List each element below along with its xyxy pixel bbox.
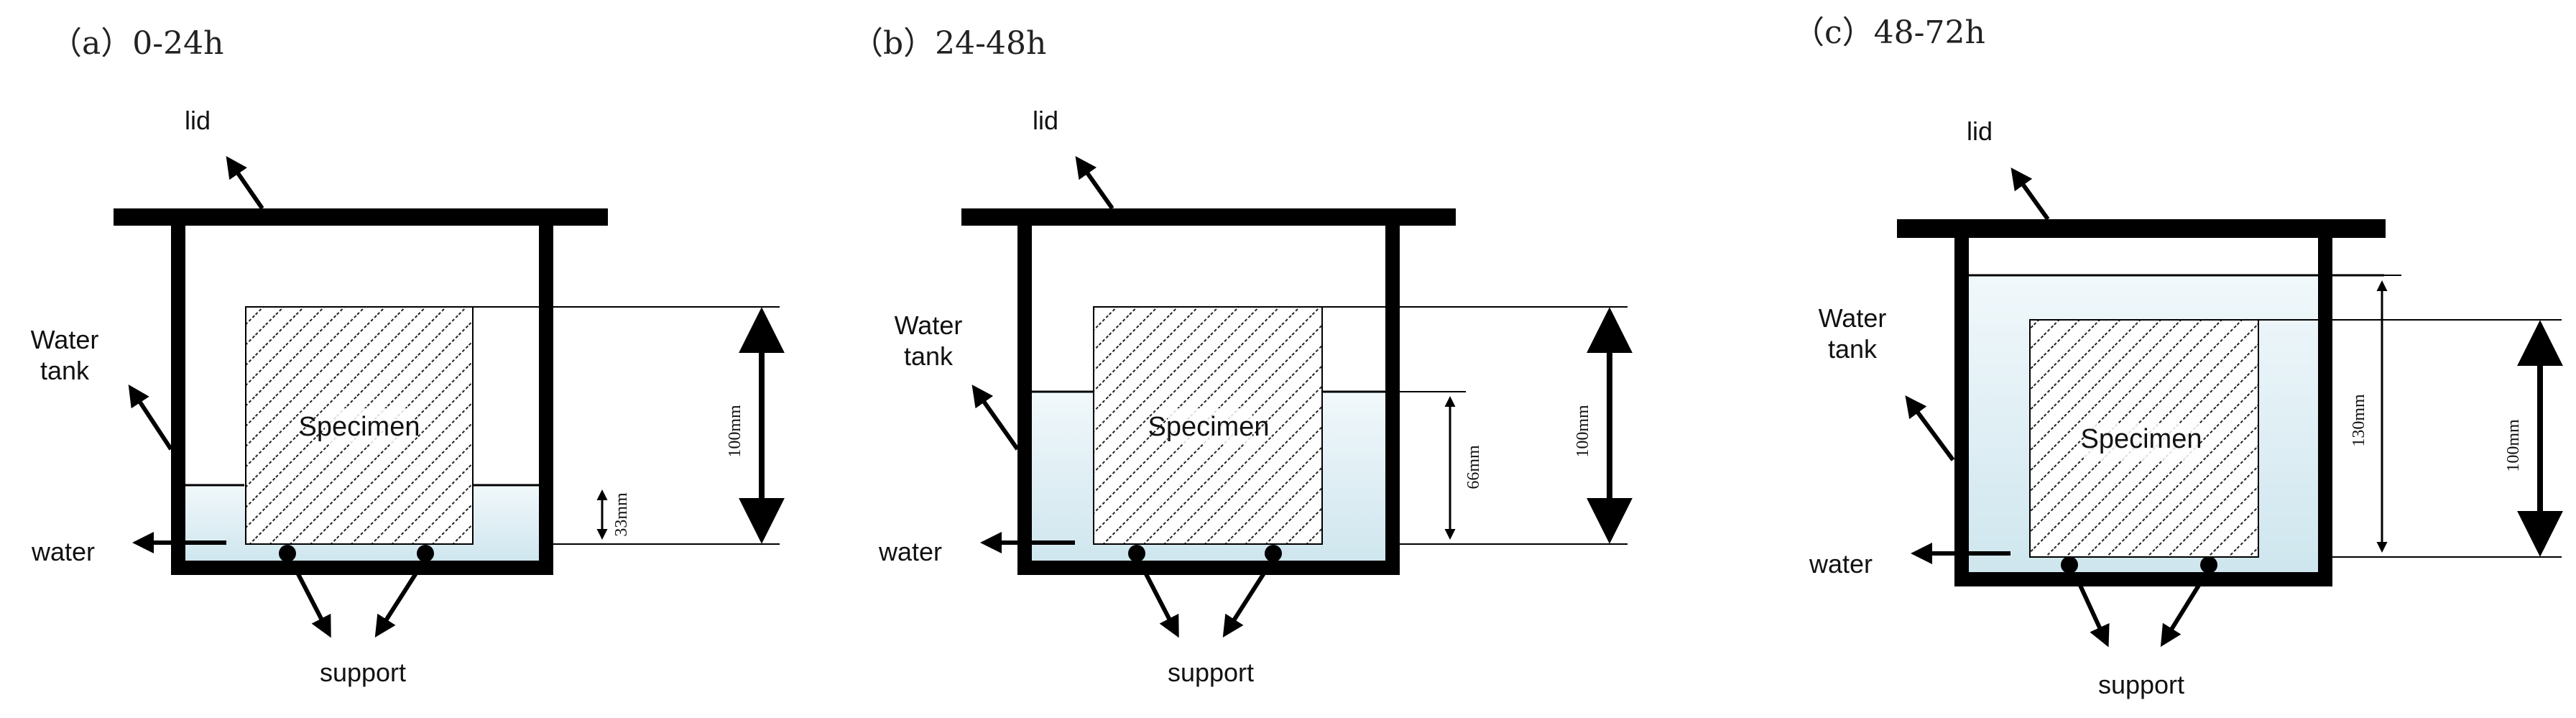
lid [114, 208, 608, 226]
panel-b: （b）24-48h Specimen lid W [851, 25, 1633, 687]
dim-label-100: 100mm [726, 405, 744, 458]
specimen: Specimen [245, 306, 474, 545]
support-label: support [1168, 658, 1254, 687]
tank-label-line2: tank [904, 341, 954, 371]
labels: lid Water tank water support [878, 106, 1254, 687]
leader-arrows [128, 156, 420, 638]
leader-arrows [1905, 167, 2204, 648]
support-label: support [2098, 670, 2184, 699]
water-label: water [31, 537, 95, 566]
lid-label: lid [185, 106, 211, 135]
supports [1128, 545, 1282, 562]
specimen: Specimen [1093, 306, 1323, 545]
specimen-label: Specimen [299, 412, 420, 442]
water-label: water [1809, 549, 1873, 579]
tank-label-line1: Water [1819, 303, 1887, 333]
panel-heading: （c）48-72h [1793, 14, 1985, 51]
dimension-lines: 100mm 33mm [473, 306, 785, 545]
lid [1897, 219, 2386, 238]
specimen-label: Specimen [2081, 424, 2202, 454]
dim-label-66: 66mm [1464, 445, 1483, 489]
tank-label-line2: tank [1828, 334, 1878, 364]
panel-heading: （b）24-48h [851, 25, 1046, 62]
panel-heading: （a）0-24h [50, 25, 223, 62]
specimen-label: Specimen [1148, 412, 1270, 442]
water-tank [171, 224, 553, 575]
tank-label-line1: Water [31, 325, 99, 354]
dim-label-100: 100mm [2504, 419, 2523, 472]
labels: lid Water tank water support [31, 106, 406, 687]
tank-label-line1: Water [895, 310, 963, 340]
dim-label-130: 130mm [2350, 394, 2368, 447]
water-tank [1954, 236, 2332, 586]
water-label: water [878, 537, 942, 566]
lid [961, 208, 1456, 226]
supports [2061, 556, 2217, 574]
lid-label: lid [1033, 106, 1058, 135]
panel-c: （c）48-72h Specimen lid Water [1793, 14, 2563, 699]
water-tank [1017, 224, 1400, 575]
support-label: support [320, 658, 406, 687]
dim-label-33: 33mm [612, 492, 631, 537]
panel-a: （a）0-24h Specimen lid Wa [31, 25, 785, 687]
dimension-lines: 100mm 66mm [1322, 306, 1633, 545]
tank-label-line2: tank [40, 356, 90, 385]
labels: lid Water tank water support [1809, 116, 2184, 699]
dim-label-100: 100mm [1574, 405, 1592, 458]
lid-label: lid [1967, 116, 1993, 146]
specimen: Specimen [2029, 319, 2259, 558]
supports [279, 545, 434, 562]
leader-arrows [971, 156, 1268, 638]
dimension-lines: 130mm 100mm [2258, 275, 2563, 558]
